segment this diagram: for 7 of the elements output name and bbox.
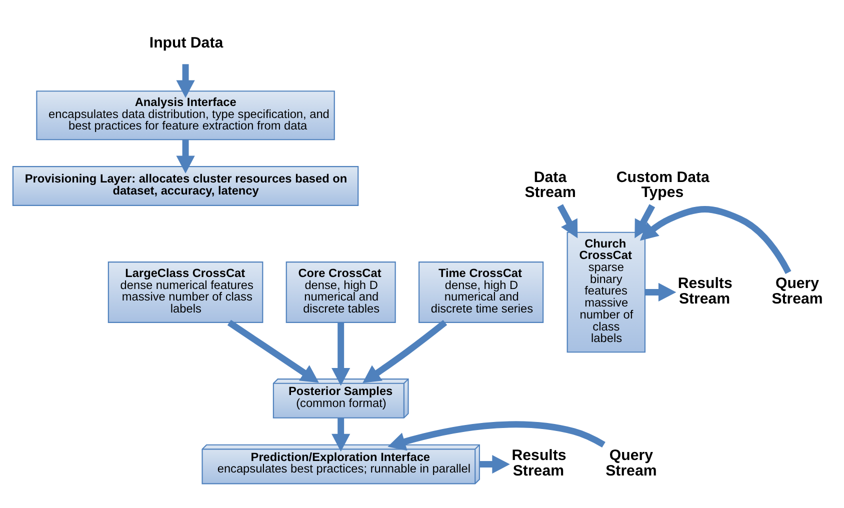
node-text: Data Stream [524, 168, 576, 201]
node-text: Results Stream [512, 446, 566, 479]
node-text: Query Stream [772, 274, 823, 307]
node-text: Query Stream [606, 446, 657, 479]
node-text: Input Data [149, 34, 224, 52]
node-text: Results Stream [678, 274, 732, 307]
node-text: Custom Data Types [616, 168, 710, 201]
